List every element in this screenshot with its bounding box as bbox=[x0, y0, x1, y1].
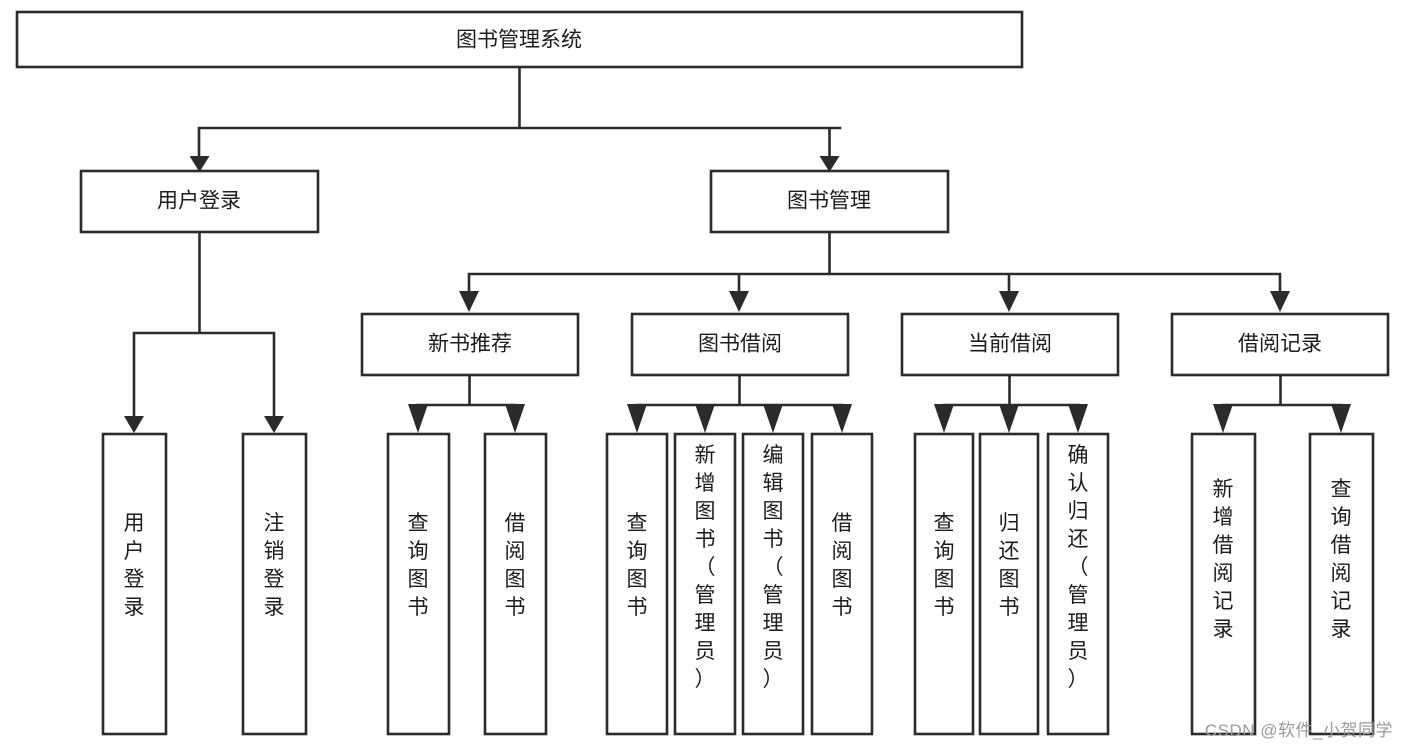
node-leaf-query-book-1[interactable]: 查询图书 bbox=[386, 432, 451, 736]
node-current-borrow-label: 当前借阅 bbox=[968, 333, 1052, 356]
node-root-box[interactable] bbox=[15, 10, 1024, 69]
node-book-mgmt[interactable]: 图书管理 bbox=[709, 169, 950, 234]
node-book-borrow-box[interactable] bbox=[630, 312, 850, 377]
arrowhead-to-book-mgmt bbox=[819, 156, 840, 172]
edge-borrow-record-to-leaves bbox=[1221, 373, 1343, 420]
arrowhead-to-leaf-borrow-book-2 bbox=[832, 404, 852, 433]
node-leaf-query-book-2[interactable]: 查询图书 bbox=[605, 432, 669, 736]
edge-book-borrow-to-leaves bbox=[635, 373, 844, 420]
node-leaf-return-book-label: 归还图书 bbox=[999, 512, 1020, 619]
edge-book-mgmt-to-level3-bus bbox=[467, 230, 1282, 294]
arrowhead-to-leaf-return-book bbox=[999, 404, 1019, 433]
node-root[interactable]: 图书管理系统 bbox=[15, 10, 1024, 69]
node-leaf-add-record-label: 新增借阅记录 bbox=[1213, 478, 1234, 641]
arrowhead-to-book-borrow bbox=[729, 291, 749, 312]
arrowhead-to-leaf-add-book bbox=[695, 404, 715, 433]
edge-new-book-rec-to-leaves bbox=[416, 373, 517, 420]
arrowhead-to-user-login bbox=[189, 156, 210, 172]
node-leaf-edit-book-label: 编辑图书（管理员） bbox=[763, 444, 784, 691]
edge-root-to-level2-bus bbox=[197, 65, 842, 160]
node-leaf-query-book-2-label: 查询图书 bbox=[627, 512, 648, 619]
node-leaf-edit-book-box[interactable] bbox=[741, 432, 805, 736]
arrowhead-to-leaf-query-record bbox=[1331, 404, 1351, 433]
node-leaf-query-record[interactable]: 查询借阅记录 bbox=[1308, 432, 1375, 736]
node-leaf-user-login-box[interactable] bbox=[101, 432, 168, 736]
node-leaf-borrow-book-1[interactable]: 借阅图书 bbox=[483, 432, 548, 736]
node-leaf-query-record-box[interactable] bbox=[1308, 432, 1375, 736]
arrowhead-to-leaf-user-login bbox=[124, 416, 144, 433]
arrowhead-to-current-borrow bbox=[999, 291, 1019, 312]
node-leaf-query-book-3-box[interactable] bbox=[913, 432, 975, 736]
connector-layer bbox=[124, 65, 1351, 433]
csdn-watermark: CSDN @软件_小贺同学 bbox=[1204, 721, 1393, 740]
node-leaf-query-book-3-label: 查询图书 bbox=[934, 512, 955, 619]
node-book-mgmt-box[interactable] bbox=[709, 169, 950, 234]
node-book-borrow[interactable]: 图书借阅 bbox=[630, 312, 850, 377]
node-book-borrow-label: 图书借阅 bbox=[698, 333, 782, 356]
node-leaf-return-book-box[interactable] bbox=[978, 432, 1040, 736]
node-leaf-add-book-box[interactable] bbox=[673, 432, 737, 736]
node-user-login-box[interactable] bbox=[79, 169, 320, 234]
arrowhead-to-leaf-query-book-2 bbox=[627, 404, 647, 433]
node-leaf-borrow-book-2-box[interactable] bbox=[810, 432, 874, 736]
node-leaf-query-book-1-label: 查询图书 bbox=[408, 512, 429, 619]
node-leaf-user-login[interactable]: 用户登录 bbox=[101, 432, 168, 736]
node-leaf-user-login-label: 用户登录 bbox=[124, 512, 145, 619]
node-leaf-add-record[interactable]: 新增借阅记录 bbox=[1190, 432, 1257, 736]
node-leaf-query-book-2-box[interactable] bbox=[605, 432, 669, 736]
arrowhead-to-new-book-rec bbox=[459, 291, 479, 312]
node-current-borrow[interactable]: 当前借阅 bbox=[900, 312, 1120, 377]
node-borrow-record-label: 借阅记录 bbox=[1238, 333, 1322, 356]
node-borrow-record[interactable]: 借阅记录 bbox=[1170, 312, 1390, 377]
node-current-borrow-box[interactable] bbox=[900, 312, 1120, 377]
node-leaf-confirm-return-label: 确认归还（管理员） bbox=[1068, 444, 1089, 691]
node-new-book-rec[interactable]: 新书推荐 bbox=[360, 312, 580, 377]
arrowhead-to-leaf-query-book-3 bbox=[934, 404, 954, 433]
node-leaf-query-book-1-box[interactable] bbox=[386, 432, 451, 736]
node-leaf-edit-book[interactable]: 编辑图书（管理员） bbox=[741, 432, 805, 736]
node-leaf-confirm-return-box[interactable] bbox=[1046, 432, 1110, 736]
arrowhead-to-leaf-add-record bbox=[1213, 404, 1233, 433]
node-leaf-query-book-3[interactable]: 查询图书 bbox=[913, 432, 975, 736]
node-book-mgmt-label: 图书管理 bbox=[787, 190, 871, 213]
arrowhead-to-leaf-confirm-return bbox=[1068, 404, 1088, 433]
node-leaf-logout-box[interactable] bbox=[241, 432, 308, 736]
arrowhead-to-borrow-record bbox=[1270, 291, 1290, 312]
node-leaf-logout-label: 注销登录 bbox=[264, 512, 285, 619]
node-borrow-record-box[interactable] bbox=[1170, 312, 1390, 377]
node-leaf-return-book[interactable]: 归还图书 bbox=[978, 432, 1040, 736]
arrowhead-to-leaf-borrow-book-1 bbox=[505, 404, 525, 433]
node-leaf-borrow-book-2[interactable]: 借阅图书 bbox=[810, 432, 874, 736]
edge-user-login-to-leaves bbox=[132, 230, 276, 420]
node-leaf-add-book[interactable]: 新增图书（管理员） bbox=[673, 432, 737, 736]
node-user-login-label: 用户登录 bbox=[157, 190, 241, 213]
node-leaf-add-book-label: 新增图书（管理员） bbox=[695, 444, 716, 691]
node-leaf-confirm-return[interactable]: 确认归还（管理员） bbox=[1046, 432, 1110, 736]
node-leaf-borrow-book-1-box[interactable] bbox=[483, 432, 548, 736]
node-leaf-add-record-box[interactable] bbox=[1190, 432, 1257, 736]
arrowhead-to-leaf-logout bbox=[264, 416, 284, 433]
node-root-label: 图书管理系统 bbox=[456, 29, 582, 52]
node-leaf-logout[interactable]: 注销登录 bbox=[241, 432, 308, 736]
node-new-book-rec-box[interactable] bbox=[360, 312, 580, 377]
arrowhead-to-leaf-query-book-1 bbox=[408, 404, 428, 433]
node-user-login[interactable]: 用户登录 bbox=[79, 169, 320, 234]
arrowhead-to-leaf-edit-book bbox=[763, 404, 783, 433]
node-new-book-rec-label: 新书推荐 bbox=[428, 333, 512, 356]
node-leaf-borrow-book-2-label: 借阅图书 bbox=[832, 512, 853, 619]
node-leaf-query-record-label: 查询借阅记录 bbox=[1331, 478, 1352, 641]
node-leaf-borrow-book-1-label: 借阅图书 bbox=[505, 512, 526, 619]
